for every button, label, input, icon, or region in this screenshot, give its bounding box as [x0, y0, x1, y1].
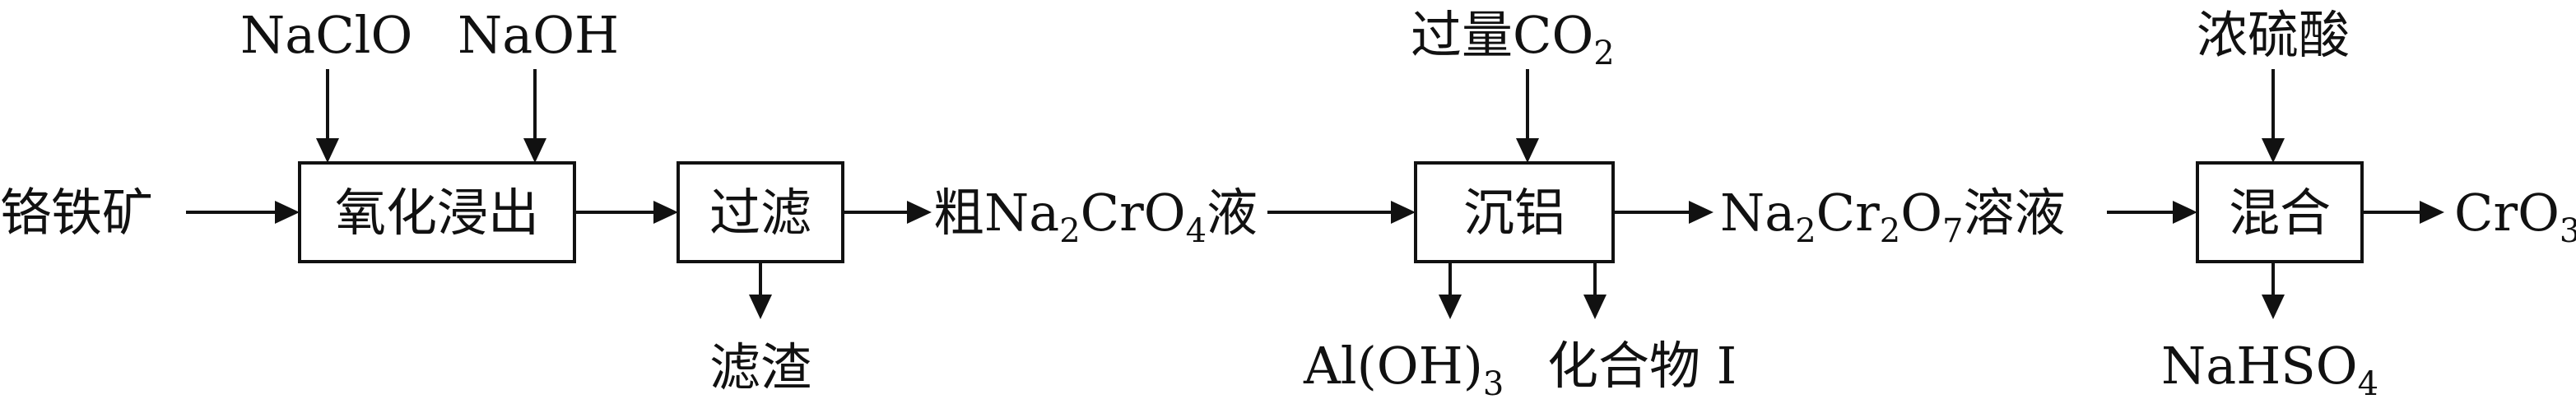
arrow-compound-i-down	[1583, 262, 1607, 319]
byproduct-nahso4-label: NaHSO4	[2161, 336, 2378, 403]
na2cr2o7-solution-label: Na2Cr2O7溶液	[1720, 183, 2066, 250]
arrow-precip-to-dichromate	[1613, 201, 1713, 224]
arrow-mix-to-cro3	[2362, 201, 2444, 224]
arrow-filter-to-crude	[843, 201, 932, 224]
product-aloh3-label: Al(OH)3	[1303, 336, 1504, 403]
raw-material-label: 铬铁矿	[0, 183, 153, 243]
arrow-filter-residue	[749, 262, 772, 319]
product-cro3-label: CrO3	[2454, 183, 2576, 250]
reagent-naoh: NaOH	[458, 5, 619, 65]
arrow-aloh3-down	[1439, 262, 1462, 319]
oxidize-leach-label: 氧化浸出	[335, 183, 539, 243]
filter-residue-label: 滤渣	[709, 337, 811, 397]
arrow-co2-down	[1516, 69, 1539, 163]
mix-label: 混合	[2229, 183, 2331, 243]
arrow-naclo-down	[316, 69, 339, 163]
arrow-nahso4-down	[2262, 262, 2285, 319]
precipitate-al-box	[1414, 161, 1615, 263]
arrow-naoh-down	[523, 69, 546, 163]
arrow-acid-down	[2262, 69, 2285, 163]
arrow-crude-to-precip	[1267, 201, 1416, 224]
reagent-conc-sulfuric-acid: 浓硫酸	[2197, 5, 2350, 65]
arrow-oxidize-to-filter	[574, 201, 678, 224]
arrow-dichromate-to-mix	[2107, 201, 2197, 224]
precipitate-al-label: 沉铝	[1463, 183, 1565, 243]
filter-label: 过滤	[709, 183, 811, 243]
reagent-naclo: NaClO	[240, 5, 412, 65]
arrow-raw-to-oxidize	[186, 201, 300, 224]
product-compound-i-label: 化合物 I	[1547, 336, 1737, 396]
mix-box	[2196, 161, 2364, 263]
reagent-excess-co2: 过量CO2	[1411, 5, 1615, 72]
crude-na2cro4-label: 粗Na2CrO4液	[933, 183, 1258, 250]
